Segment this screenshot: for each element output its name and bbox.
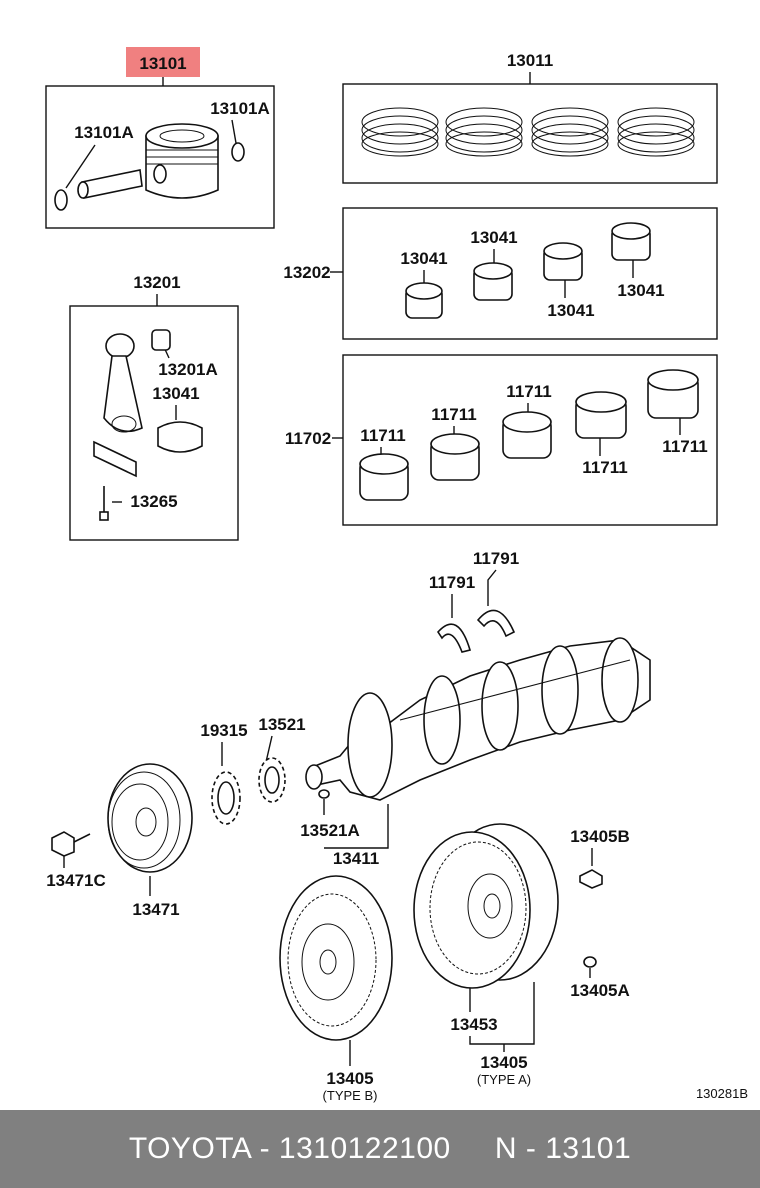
label-13405-b[interactable]: 13405 (326, 1069, 373, 1088)
footer-bar: TOYOTA - 1310122100 N - 13101 (0, 1110, 760, 1188)
box-rod-bearings (342, 207, 718, 340)
label-13101[interactable]: 13101 (139, 54, 186, 73)
label-13471[interactable]: 13471 (132, 900, 179, 919)
label-13041-a[interactable]: 13041 (400, 249, 447, 268)
flywheel-bolt-icon (579, 869, 603, 968)
label-13201a[interactable]: 13201A (158, 360, 218, 379)
label-type-a: (TYPE A) (477, 1072, 531, 1087)
pulley-bolt-icon (51, 831, 91, 857)
box-main-bearings (342, 354, 718, 526)
ring-set-icon (361, 107, 695, 157)
label-11711-e[interactable]: 11711 (662, 437, 707, 456)
label-11791-a[interactable]: 11791 (429, 573, 475, 592)
thrust-washer-icon (436, 609, 516, 653)
label-13041-d[interactable]: 13041 (617, 281, 664, 300)
label-11711-d[interactable]: 11711 (582, 458, 627, 477)
label-11791-b[interactable]: 11791 (473, 549, 519, 568)
label-13202[interactable]: 13202 (283, 263, 330, 282)
label-13471c[interactable]: 13471C (46, 871, 106, 890)
footer-part-number: TOYOTA - 1310122100 N - 13101 (128, 1132, 632, 1165)
flywheel-b-icon (279, 875, 393, 1041)
label-13405a[interactable]: 13405A (570, 981, 630, 1000)
label-11711-b[interactable]: 11711 (431, 405, 476, 424)
label-13011[interactable]: 13011 (507, 51, 553, 70)
label-13201[interactable]: 13201 (133, 273, 180, 292)
parts-diagram: 13101 13101A 13101A 13011 13202 13041 13… (45, 47, 748, 1103)
label-19315[interactable]: 19315 (200, 721, 247, 740)
label-13041-c[interactable]: 13041 (547, 301, 594, 320)
pulley-icon (107, 763, 193, 873)
box-conrod (69, 305, 239, 541)
key-icon (318, 789, 330, 799)
box-rings (342, 83, 718, 184)
highlight-13101 (126, 47, 200, 77)
conrod-icon (93, 329, 203, 521)
piston-icon (54, 123, 245, 211)
crankshaft-icon (305, 637, 651, 801)
label-11711-c[interactable]: 11711 (506, 382, 551, 401)
label-13521[interactable]: 13521 (258, 715, 305, 734)
flywheel-a-icon (413, 823, 559, 989)
label-13101a-left[interactable]: 13101A (74, 123, 134, 142)
label-11711-a[interactable]: 11711 (360, 426, 405, 445)
main-bearings-icon (359, 369, 699, 501)
label-type-b: (TYPE B) (323, 1088, 378, 1103)
diagram-code: 130281B (696, 1086, 748, 1101)
label-13265[interactable]: 13265 (130, 492, 177, 511)
label-13405b[interactable]: 13405B (570, 827, 630, 846)
label-13405-a[interactable]: 13405 (480, 1053, 527, 1072)
label-13041-b[interactable]: 13041 (470, 228, 517, 247)
label-13041-rod[interactable]: 13041 (152, 384, 199, 403)
label-13453[interactable]: 13453 (450, 1015, 497, 1034)
label-13521a[interactable]: 13521A (300, 821, 360, 840)
label-13101a-right[interactable]: 13101A (210, 99, 270, 118)
label-13411[interactable]: 13411 (333, 849, 379, 868)
box-piston (45, 85, 275, 229)
label-11702[interactable]: 11702 (285, 429, 331, 448)
rod-bearings-icon (405, 222, 651, 319)
sprocket-icon (211, 757, 286, 825)
